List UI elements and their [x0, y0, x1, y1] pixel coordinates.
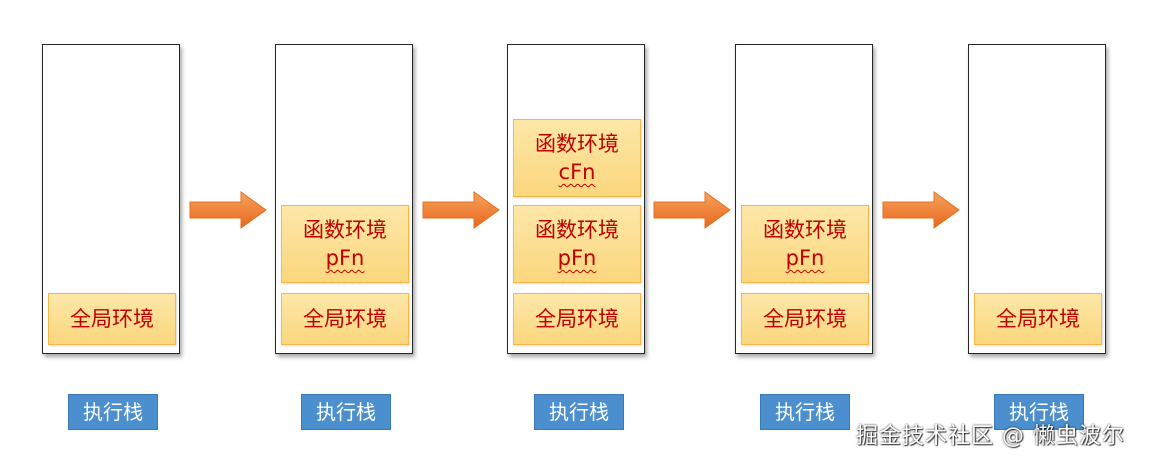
call-stack-2: 函数环境 pFn 全局环境 [275, 44, 413, 354]
arrow-right-icon [882, 191, 960, 229]
global-env-frame: 全局环境 [974, 293, 1102, 345]
pfn-env-frame: 函数环境 pFn [513, 205, 641, 283]
func-env-title: 函数环境 [535, 218, 619, 242]
stack-label-1: 执行栈 [68, 394, 158, 430]
pfn-label: pFn [325, 246, 365, 270]
call-stack-1: 全局环境 [42, 44, 180, 354]
pfn-label: pFn [557, 246, 597, 270]
stack-label-3: 执行栈 [534, 394, 624, 430]
global-env-frame: 全局环境 [48, 293, 176, 345]
arrow-right-icon [653, 191, 731, 229]
pfn-env-frame: 函数环境 pFn [281, 205, 409, 283]
func-env-title: 函数环境 [535, 132, 619, 156]
global-env-label: 全局环境 [763, 307, 847, 331]
global-env-label: 全局环境 [535, 307, 619, 331]
pfn-label: pFn [785, 246, 825, 270]
global-env-label: 全局环境 [303, 307, 387, 331]
arrow-right-icon [189, 191, 267, 229]
stack-label-5: 执行栈 [994, 394, 1084, 430]
stack-label-4: 执行栈 [760, 394, 850, 430]
global-env-label: 全局环境 [996, 307, 1080, 331]
global-env-frame: 全局环境 [281, 293, 409, 345]
global-env-frame: 全局环境 [741, 293, 869, 345]
pfn-env-frame: 函数环境 pFn [741, 205, 869, 283]
cfn-env-frame: 函数环境 cFn [513, 119, 641, 197]
call-stack-4: 函数环境 pFn 全局环境 [735, 44, 873, 354]
stack-label-2: 执行栈 [301, 394, 391, 430]
global-env-frame: 全局环境 [513, 293, 641, 345]
arrow-right-icon [422, 191, 500, 229]
cfn-label: cFn [558, 160, 596, 184]
func-env-title: 函数环境 [303, 218, 387, 242]
call-stack-5: 全局环境 [968, 44, 1106, 354]
global-env-label: 全局环境 [70, 307, 154, 331]
watermark: 掘金技术社区 @ 懒虫波尔 [856, 424, 1125, 449]
func-env-title: 函数环境 [763, 218, 847, 242]
call-stack-3: 函数环境 cFn 函数环境 pFn 全局环境 [507, 44, 645, 354]
